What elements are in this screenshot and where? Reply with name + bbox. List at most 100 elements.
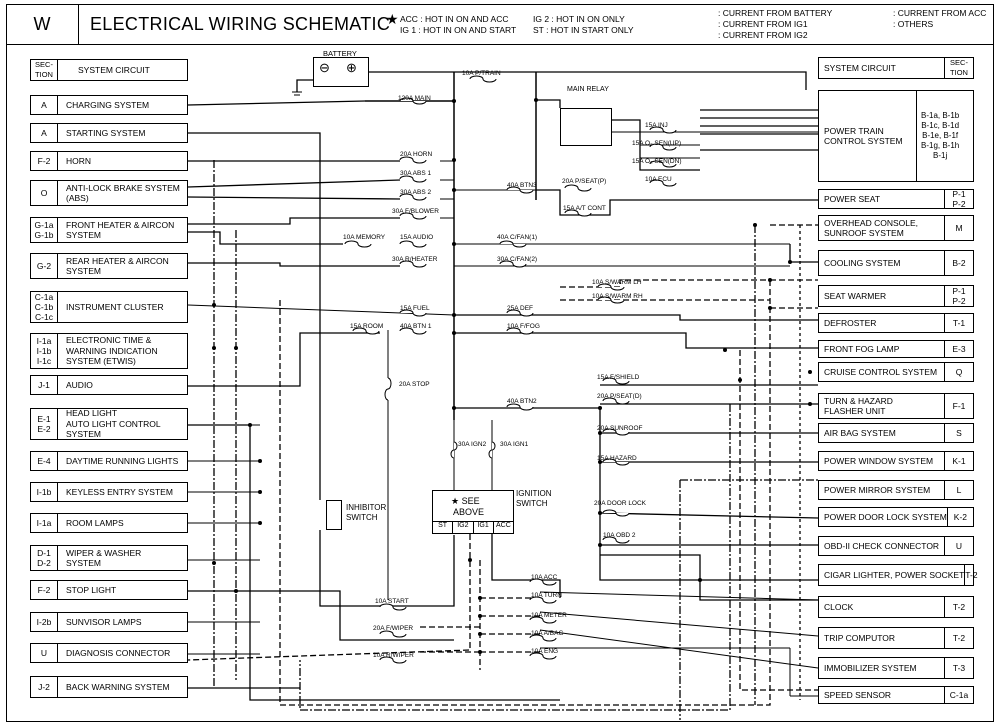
right-system-name: POWER MIRROR SYSTEM	[824, 484, 931, 495]
right-system-code: S	[944, 424, 973, 442]
junction-dot	[598, 406, 602, 410]
left-system-name: HEAD LIGHT AUTO LIGHT CONTROL SYSTEM	[66, 408, 161, 440]
p-train-feed	[360, 71, 807, 90]
left-system-code: D-1 D-2	[31, 546, 58, 570]
fuse-label: 10A ENG	[531, 648, 559, 655]
left-system-name: FRONT HEATER & AIRCON SYSTEM	[66, 219, 175, 241]
right-system-code: L	[944, 481, 973, 499]
right-system-name: CIGAR LIGHTER, POWER SOCKET	[824, 569, 965, 580]
junction-dot	[452, 158, 456, 162]
right-system-code: T-1	[944, 314, 973, 332]
battery	[313, 57, 369, 87]
right-system-name: POWER SEAT	[824, 193, 881, 204]
wire	[187, 304, 455, 316]
legend-ig2: IG 2 : HOT IN ON ONLY	[533, 14, 625, 24]
fuse-label: 20A P/SEAT(D)	[597, 393, 642, 400]
left-system-name: STARTING SYSTEM	[66, 127, 146, 138]
wire	[188, 217, 400, 225]
fuse-symbol	[399, 212, 427, 220]
left-system-name: AUDIO	[66, 379, 93, 390]
fuse-symbol	[506, 186, 534, 194]
ign-terminal-acc: ACC	[495, 522, 511, 529]
wire	[188, 262, 400, 267]
left-system-name: ROOM LAMPS	[66, 517, 124, 528]
fuse-symbol	[602, 509, 630, 517]
legend-others: : OTHERS	[893, 19, 934, 29]
junction-dot	[452, 242, 456, 246]
wire	[187, 196, 401, 200]
fuse-label: 20A P/SEAT(P)	[562, 178, 607, 185]
fuse-label: 10A S/WARM RH	[592, 293, 643, 300]
left-system-13: D-1 D-2 WIPER & WASHER SYSTEM	[30, 545, 188, 571]
right-system-name: DEFROSTER	[824, 317, 877, 328]
header-divider	[6, 44, 994, 45]
right-system-code: B-1a, B-1b B-1c, B-1d B-1e, B-1f B-1g, B…	[916, 91, 973, 181]
right-system-5: DEFROSTER T-1	[818, 313, 974, 333]
diagram-title: ELECTRICAL WIRING SCHEMATIC	[90, 14, 391, 34]
right-system-name: TRIP COMPUTOR	[824, 632, 895, 643]
junction-dot	[478, 596, 482, 600]
battery-negative-icon: ⊖	[319, 60, 330, 75]
left-system-code: G-1a G-1b	[31, 218, 58, 242]
left-system-name: REAR HEATER & AIRCON SYSTEM	[66, 255, 169, 277]
left-system-code: I-1a I-1b I-1c	[31, 334, 58, 368]
wire	[539, 591, 819, 601]
fuse-symbol	[597, 283, 625, 291]
left-system-code: U	[31, 644, 58, 662]
fuse-label: 30A IGN2	[458, 441, 487, 448]
fuse-label: 10A ACC	[531, 574, 558, 581]
right-system-11: POWER MIRROR SYSTEM L	[818, 480, 974, 500]
junction-dot	[234, 346, 238, 350]
fuse-label: 20A SUNROOF	[597, 425, 643, 432]
fuse-label: 15A HAZARD	[597, 455, 637, 462]
right-system-name: FRONT FOG LAMP	[824, 343, 900, 354]
right-system-code: M	[944, 216, 973, 240]
right-system-code: K-1	[944, 452, 973, 470]
junction-dot	[452, 188, 456, 192]
fuse-label: 10A TURN	[531, 592, 562, 599]
junction-dot	[248, 423, 252, 427]
left-system-name: DIAGNOSIS CONNECTOR	[66, 647, 171, 658]
right-system-code: P-1 P-2	[944, 189, 973, 209]
diagram-frame	[6, 4, 994, 722]
legend-acc-current: : CURRENT FROM ACC	[893, 8, 987, 18]
left-system-code: I-1b	[31, 483, 58, 501]
starting-to-inhibitor	[188, 132, 321, 500]
fuse-label: 10A METER	[531, 612, 567, 619]
left-system-code: C-1a C-1b C-1c	[31, 292, 58, 322]
fuse-label: 10A OBD 2	[603, 532, 636, 539]
fuse-symbol	[399, 97, 427, 105]
fuse-symbol	[529, 616, 557, 624]
legend-ig2-current: : CURRENT FROM IG2	[718, 30, 808, 40]
legend-st: ST : HOT IN START ONLY	[533, 25, 634, 35]
left-system-code: I-2b	[31, 613, 58, 631]
left-system-code: O	[31, 181, 58, 205]
left-system-name: ELECTRONIC TIME & WARNING INDICATION SYS…	[66, 335, 158, 367]
fuse-symbol	[602, 458, 630, 466]
ig2-line	[187, 534, 471, 661]
junction-dot	[808, 370, 812, 374]
fuse-symbol	[379, 656, 407, 664]
fuse-label: 20A F/WIPER	[373, 625, 414, 632]
right-system-code: T-2	[944, 597, 973, 617]
fuse-symbol	[597, 296, 625, 304]
fuse-label: 15A INJ	[645, 122, 668, 129]
left-system-7: I-1a I-1b I-1c ELECTRONIC TIME & WARNING …	[30, 333, 188, 369]
fuse-label: 25A DEF	[507, 305, 534, 312]
left-system-name: WIPER & WASHER SYSTEM	[66, 547, 142, 569]
fuse-label: 40A BTN 1	[400, 323, 432, 330]
junction-dot	[478, 614, 482, 618]
right-system-name: CRUISE CONTROL SYSTEM	[824, 366, 938, 377]
fuse-symbol	[344, 240, 372, 248]
right-system-code: U	[944, 537, 973, 555]
